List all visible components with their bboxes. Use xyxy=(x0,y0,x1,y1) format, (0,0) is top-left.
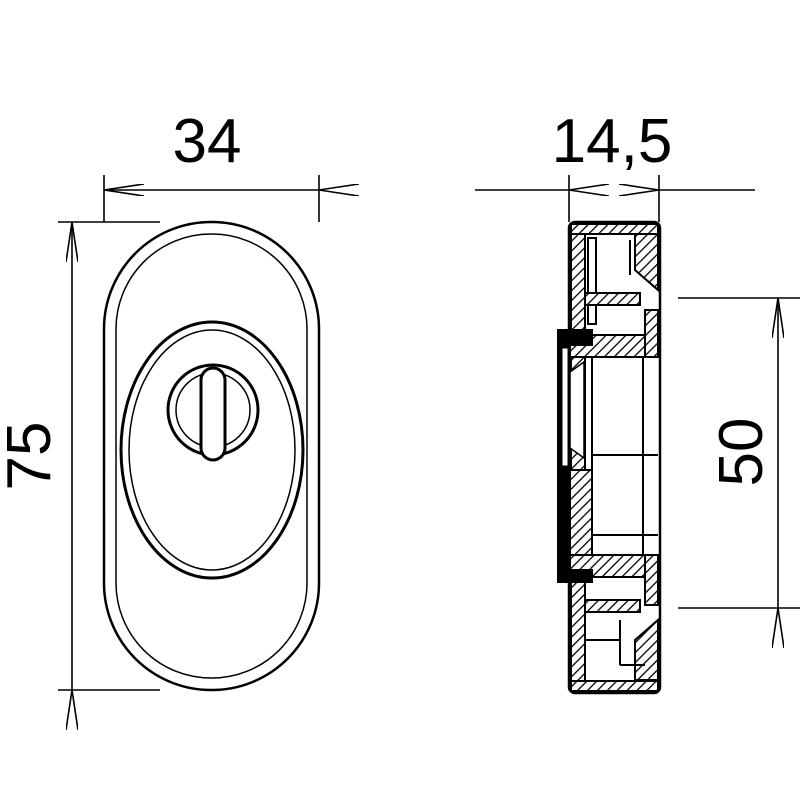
front-view xyxy=(102,220,321,692)
side-section-view xyxy=(557,220,662,695)
cylinder-height-dimension-label: 50 xyxy=(707,418,776,487)
width-dimension-label: 34 xyxy=(173,107,242,176)
width-dimension xyxy=(103,175,319,222)
height-dimension xyxy=(58,221,160,690)
rose-inner-edge xyxy=(115,233,308,679)
escutcheon-oval-inner xyxy=(128,329,296,571)
cylinder-height-dimension xyxy=(678,297,800,608)
key-slot-icon xyxy=(199,366,227,462)
rose-outline xyxy=(102,220,321,692)
height-dimension-label: 75 xyxy=(0,422,64,491)
escutcheon-oval-outer xyxy=(119,320,305,580)
depth-dimension xyxy=(475,175,755,222)
depth-dimension-label: 14,5 xyxy=(552,107,673,176)
